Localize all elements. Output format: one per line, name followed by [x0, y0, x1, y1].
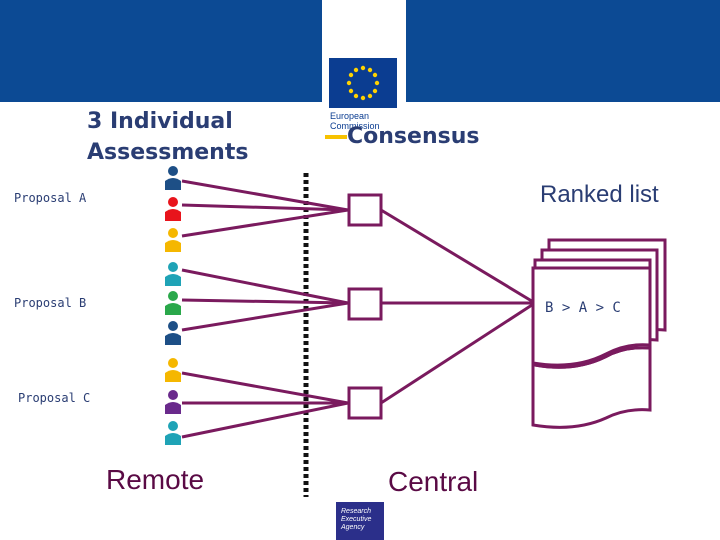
ranking-text: B > A > C	[545, 300, 621, 316]
logo-text-line2: Commission	[330, 121, 380, 131]
expert-a1-person-icon	[165, 166, 181, 190]
eu-flag-icon	[329, 58, 397, 108]
expert-c3-person-icon	[165, 421, 181, 445]
agency-logo-line3: Agency	[341, 524, 365, 531]
logo-text-line1: European	[330, 111, 370, 121]
expert-c2-person-icon	[165, 390, 181, 414]
ranked-list-front-page	[531, 266, 652, 367]
ranking-lines	[380, 208, 536, 405]
assessments-title-line2: Assessments	[87, 140, 249, 165]
proposal-a-lines	[181, 179, 349, 238]
assessments-title-line1: 3 Individual	[87, 109, 233, 134]
consensus-box-c	[347, 386, 383, 420]
expert-a2-person-icon	[165, 197, 181, 221]
consensus-title: Consensus	[347, 124, 480, 149]
proposal-b-lines	[181, 268, 349, 332]
agency-logo-line2: Executive	[341, 516, 372, 523]
agency-logo-line1: Research	[341, 508, 371, 515]
central-label: Central	[388, 466, 479, 497]
consensus-box-b	[347, 287, 383, 321]
ranked-list-title: Ranked list	[540, 181, 659, 208]
proposal-c-lines	[181, 371, 349, 439]
proposal-a-label: Proposal A	[14, 191, 87, 205]
expert-a3-person-icon	[165, 228, 181, 252]
expert-b2-person-icon	[165, 291, 181, 315]
consensus-box-a	[347, 193, 383, 227]
assessments-title: 3 Individual Assessments	[87, 106, 248, 168]
agency-logo: Research Executive Agency	[336, 502, 384, 540]
remote-label: Remote	[106, 464, 205, 495]
proposal-b-label: Proposal B	[14, 296, 87, 310]
logo-underline	[325, 135, 347, 139]
expert-b3-person-icon	[165, 321, 181, 345]
expert-c1-person-icon	[165, 358, 181, 382]
expert-b1-person-icon	[165, 262, 181, 286]
proposal-c-label: Proposal C	[18, 391, 91, 405]
experts-group	[165, 166, 181, 445]
logo-text: European Commission	[330, 111, 380, 131]
ranked-list-front-page-body	[531, 268, 652, 429]
